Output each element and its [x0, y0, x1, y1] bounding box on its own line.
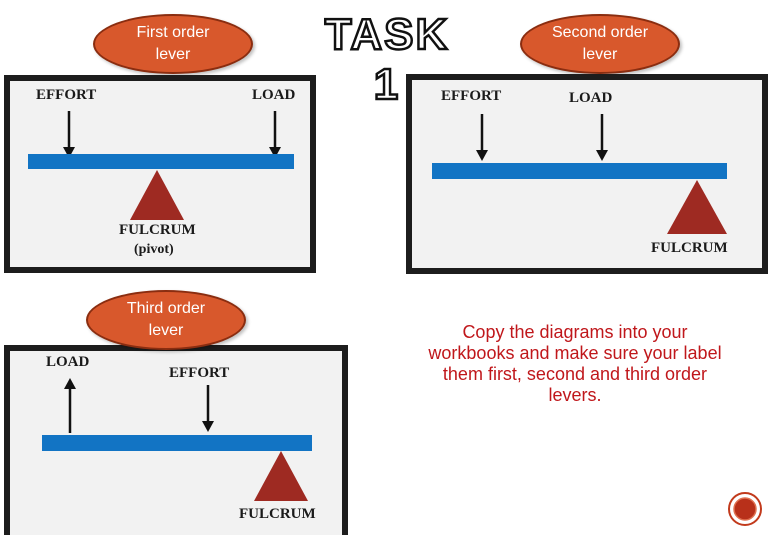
load-label: LOAD — [46, 354, 90, 370]
third-order-lever-diagram: LOAD EFFORT FULCRUM — [4, 345, 348, 535]
load-arrow-icon — [269, 111, 281, 158]
load-label: LOAD — [252, 87, 296, 103]
load-arrow-icon — [596, 114, 608, 161]
first-order-lever-label: First order lever — [136, 24, 210, 63]
first-order-lever-bubble: First order lever — [93, 14, 253, 74]
diagram-background: EFFORT LOAD FULCRUM (pivot) — [10, 81, 310, 267]
effort-label: EFFORT — [36, 87, 97, 103]
lever-beam — [432, 163, 727, 179]
effort-label: EFFORT — [169, 365, 230, 381]
third-order-lever-bubble: Third order lever — [86, 290, 246, 350]
slide-nav-circle-icon[interactable] — [727, 491, 763, 527]
diagram-background: EFFORT LOAD FULCRUM — [412, 80, 762, 268]
effort-label: EFFORT — [441, 88, 502, 104]
effort-arrow-icon — [63, 111, 75, 158]
first-order-lever-diagram: EFFORT LOAD FULCRUM (pivot) — [4, 75, 316, 273]
second-order-lever-diagram: EFFORT LOAD FULCRUM — [406, 74, 768, 274]
diagram-background: LOAD EFFORT FULCRUM — [10, 351, 342, 535]
third-order-lever-label: Third order lever — [126, 300, 206, 339]
pivot-label: (pivot) — [134, 242, 174, 257]
fulcrum-triangle-icon — [254, 451, 308, 501]
lever-beam — [28, 154, 294, 169]
load-arrow-up-icon — [64, 378, 76, 433]
load-label: LOAD — [569, 90, 613, 106]
fulcrum-label: FULCRUM — [119, 222, 196, 238]
fulcrum-label: FULCRUM — [239, 506, 316, 522]
effort-arrow-icon — [202, 385, 214, 432]
slide-title: TASK 1 — [323, 9, 450, 111]
lever-beam — [42, 435, 312, 451]
second-order-lever-label: Second order lever — [551, 24, 649, 63]
fulcrum-triangle-icon — [667, 180, 727, 234]
fulcrum-triangle-icon — [130, 170, 184, 220]
fulcrum-label: FULCRUM — [651, 240, 728, 256]
second-order-lever-bubble: Second order lever — [520, 14, 680, 74]
instruction-text: Copy the diagrams into your workbooks an… — [428, 322, 722, 405]
effort-arrow-icon — [476, 114, 488, 161]
